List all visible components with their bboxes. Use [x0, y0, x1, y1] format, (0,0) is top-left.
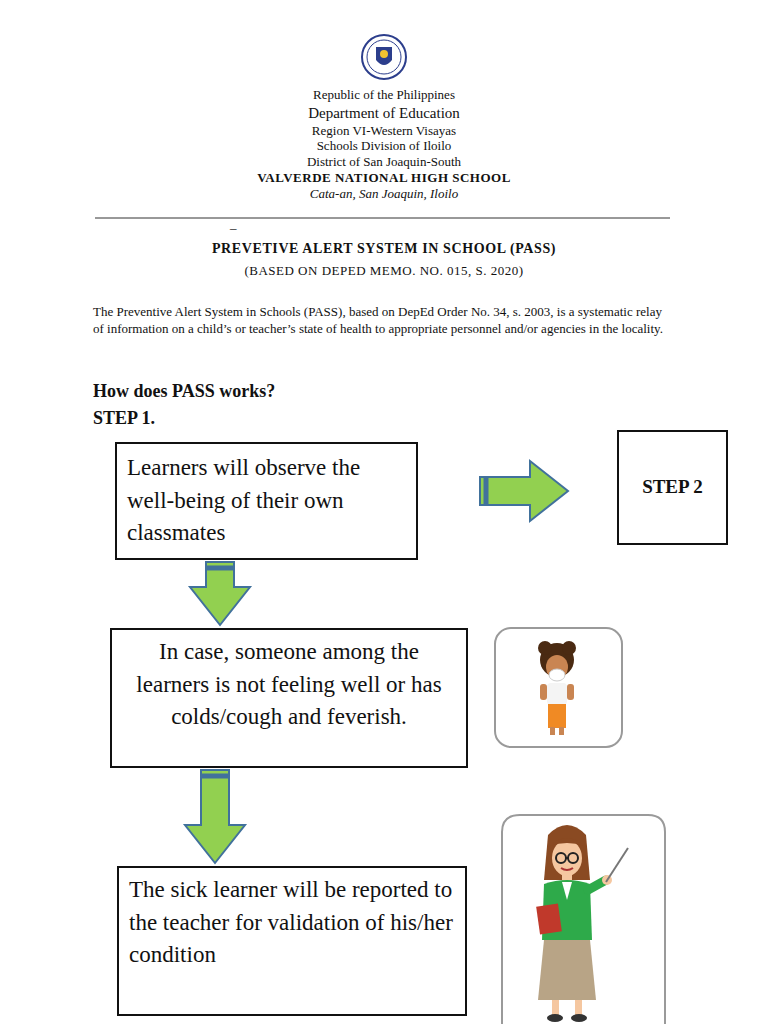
arrow-tail-band: [201, 774, 229, 779]
section-heading: STEP 1.: [93, 408, 155, 430]
block-arrow: [185, 770, 245, 863]
box-text: STEP 2: [627, 474, 718, 501]
deped-seal: [362, 35, 406, 79]
block-arrow: [480, 461, 568, 521]
box-text: Learners will observe the well-being of …: [127, 452, 406, 550]
header-line: District of San Joaquin-South: [84, 154, 684, 170]
header-line: Region VI-Western Visayas: [84, 123, 684, 139]
process-box: In case, someone among the learners is n…: [110, 628, 468, 768]
section-heading: _: [230, 216, 237, 232]
section-heading: How does PASS works?: [93, 381, 275, 403]
header-line: Schools Division of Iloilo: [84, 138, 684, 154]
header-rule: [95, 218, 670, 219]
arrow-tail-band: [206, 565, 234, 570]
section-heading: (BASED ON DEPED MEMO. NO. 015, S. 2020): [84, 263, 684, 279]
arrow-tail-band: [484, 477, 489, 505]
process-box: Learners will observe the well-being of …: [115, 442, 418, 560]
box-text: In case, someone among the learners is n…: [122, 636, 456, 734]
header-line: Department of Education: [84, 104, 684, 122]
header-line: Cata-an, San Joaquin, Iloilo: [84, 186, 684, 202]
header-line: VALVERDE NATIONAL HIGH SCHOOL: [84, 170, 684, 186]
sick-learner-icon: [495, 628, 622, 747]
teacher-icon: [502, 815, 665, 1024]
intro-paragraph: The Preventive Alert System in Schools (…: [93, 303, 668, 338]
step-box: STEP 2: [617, 430, 728, 545]
box-text: The sick learner will be reported to the…: [129, 874, 455, 972]
page-title: PREVETIVE ALERT SYSTEM IN SCHOOL (PASS): [84, 241, 684, 258]
process-box: The sick learner will be reported to the…: [117, 866, 467, 1016]
header-line: Republic of the Philippines: [84, 87, 684, 103]
block-arrow: [190, 562, 250, 625]
